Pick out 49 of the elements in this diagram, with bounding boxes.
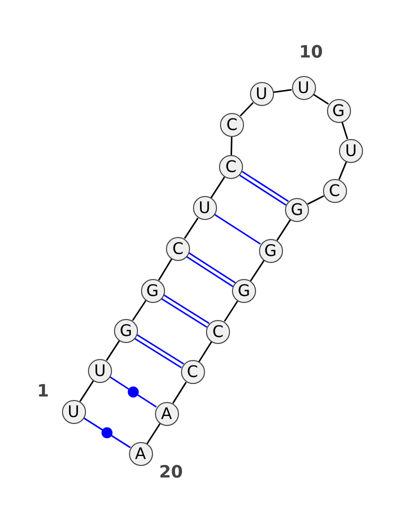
nucleotide-circle: C [219,155,243,179]
nucleotide-circle: C [166,236,190,260]
backbone-line [240,102,254,116]
backbone-line [313,94,329,105]
nucleotide-circle: C [180,360,204,384]
position-number: 20 [159,464,183,482]
base-pair-double-line [238,170,290,206]
nucleotide-circle: A [128,442,152,466]
backbone-line [273,88,292,94]
backbone-line [184,218,199,239]
nucleotide-circle: U [339,138,363,162]
backbone-line [307,195,324,205]
nucleotide-circle: C [220,112,244,136]
position-number: 10 [299,44,323,62]
backbone-line [230,136,232,156]
nucleotide-circle: G [258,238,282,262]
nucleotide-circle: U [62,400,86,424]
backbone-line [198,341,212,362]
backbone-line [210,176,226,198]
nucleotide-circle: G [140,278,164,302]
backbone-line [106,340,120,361]
backbone-line [79,380,94,402]
base-pair-double-line [134,334,184,368]
base-pair-double-line [160,294,210,328]
nucleotide-circle: C [206,320,230,344]
backbone-line [338,161,348,180]
base-pair-line [83,417,131,448]
backbone-line [132,300,146,321]
backbone-line [224,300,238,322]
nucleotide-circle: G [114,318,138,342]
base-pair-double-line [186,252,236,288]
nucleotide-circle: U [250,82,274,106]
backbone-line [146,423,161,444]
nucleotide-circle: U [88,358,112,382]
nucleotide-circle: U [292,76,316,100]
base-pair-line [110,376,157,408]
backbone-line [341,122,348,140]
nucleotide-circle: G [232,279,256,303]
position-number: 1 [37,384,49,400]
nucleotide-circle: U [192,196,216,220]
nucleotide-circle: A [154,402,178,426]
backbone-line [172,382,187,404]
backbone-line [250,260,265,282]
nucleotide-circle: G [326,98,350,122]
base-pair-line [214,214,261,245]
backbone-line [158,258,172,281]
nucleotide-circle: G [285,198,309,222]
backbone-line [276,219,292,241]
nucleotide-circle: C [322,178,346,202]
